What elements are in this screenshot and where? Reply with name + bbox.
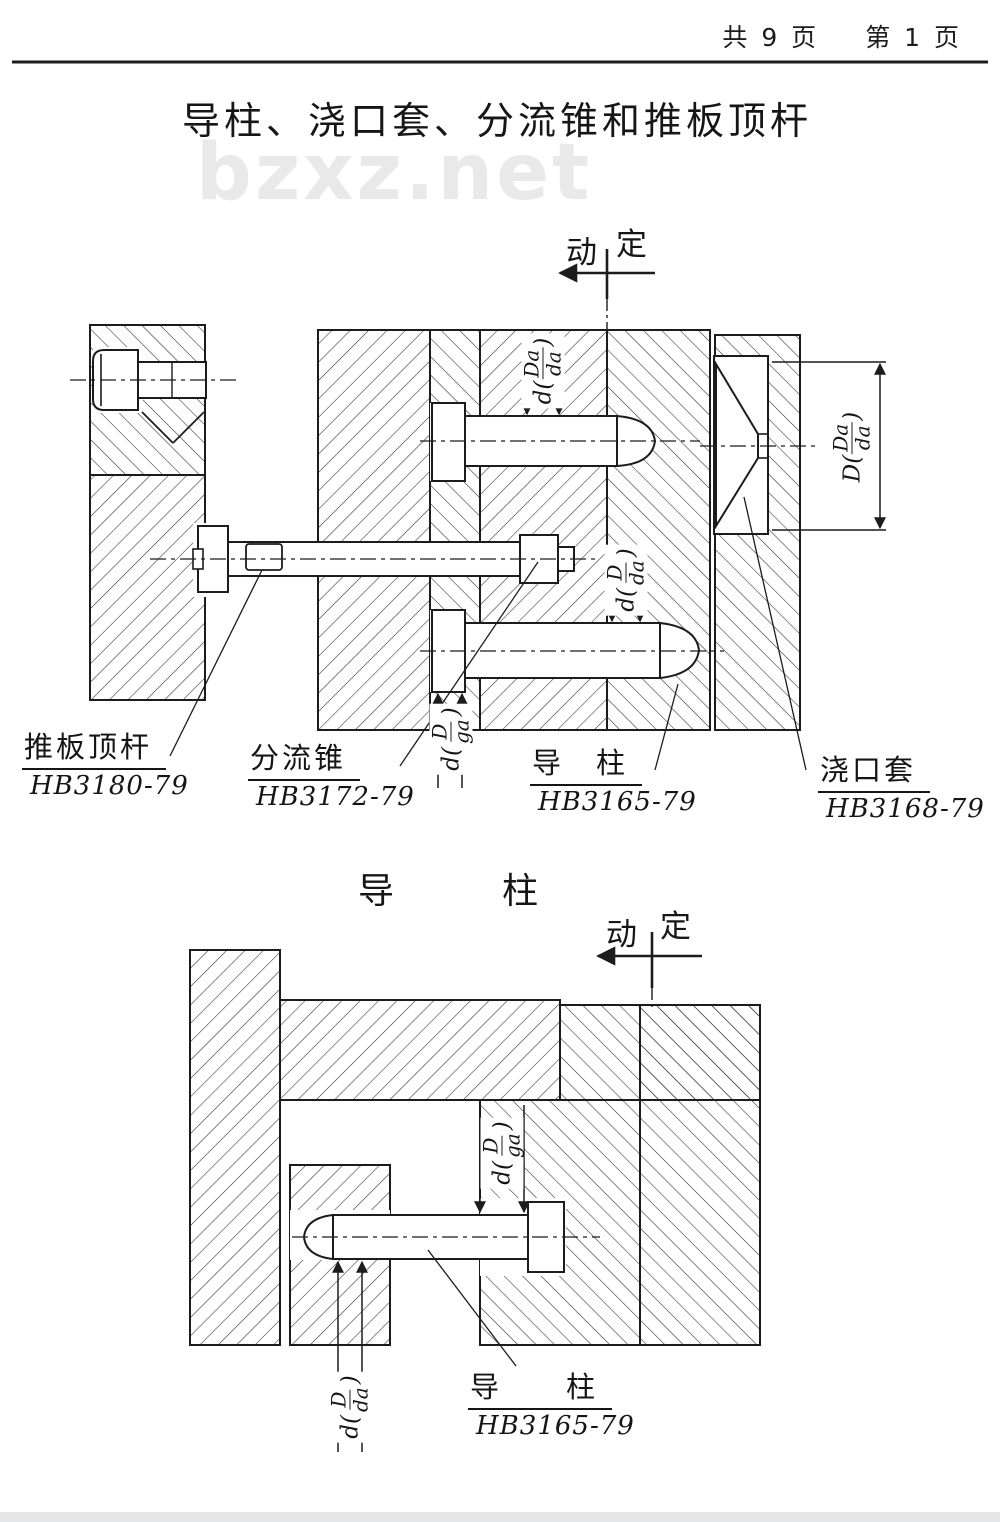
dim-suffix: ): [530, 337, 556, 347]
part-name: 推板顶杆: [22, 724, 167, 770]
dim-suffix: ): [489, 1121, 515, 1131]
dim-suffix: ): [337, 1375, 363, 1385]
dim-denominator: da: [541, 351, 566, 377]
dim-denominator: da: [624, 560, 649, 586]
callout-guide-pillar-2: 导 柱 HB3165-79: [468, 1364, 635, 1441]
part-name: 导 柱: [530, 740, 643, 786]
dim-suffix: ): [438, 707, 464, 717]
dim-suffix: ): [613, 548, 639, 558]
dim-numerator: D: [478, 1135, 503, 1156]
dim-numerator: D: [326, 1389, 351, 1410]
marker2-fixed-label: 定: [660, 909, 691, 945]
section2-title: 导 柱: [358, 871, 539, 912]
leader-lines-bottom: [427, 1249, 517, 1367]
dim-label-d-D-da: d( D da ): [602, 544, 649, 616]
scan-edge-strip: [0, 1512, 1000, 1522]
callout-guide-pillar: 导 柱 HB3165-79: [530, 740, 697, 817]
dim-prefix: d(: [438, 747, 464, 771]
guide-pillar-top: [420, 402, 700, 482]
part-standard-number: HB3172-79: [256, 782, 415, 812]
marker1-fixed-label: 定: [616, 227, 647, 263]
moving-fixed-marker-1: [558, 249, 655, 333]
push-plate-ejector-rod: [150, 523, 600, 597]
guide-pillar-2: [290, 1198, 600, 1276]
dim-fraction: Da da: [828, 421, 875, 454]
dim-denominator: ga: [500, 1133, 525, 1159]
push-plate-screw: [70, 347, 240, 444]
part-name: 浇口套: [818, 747, 931, 793]
part-standard-number: HB3180-79: [30, 771, 189, 801]
dim-fraction: Da da: [519, 347, 566, 380]
callout-sprue-bushing: 浇口套 HB3168-79: [818, 747, 985, 824]
dim-fraction: D da: [602, 558, 649, 587]
leader-lines-top: [169, 496, 807, 771]
callout-push-plate-ejector-rod: 推板顶杆 HB3180-79: [22, 724, 189, 801]
dim-label-d-D-da-2: d( D da ): [326, 1371, 373, 1443]
callout-spreader-cone: 分流锥 HB3172-79: [248, 735, 415, 812]
dim-denominator: ga: [449, 719, 474, 745]
page-number: 第 1 页: [865, 23, 962, 52]
dim-numerator: Da: [519, 347, 544, 380]
dim-denominator: da: [348, 1387, 373, 1413]
dim-fraction: D ga: [478, 1131, 525, 1160]
part-name: 导 柱: [468, 1364, 613, 1410]
part-standard-number: HB3165-79: [476, 1411, 635, 1441]
guide-pillar-bottom: [420, 609, 724, 693]
dim-prefix: d(: [530, 380, 556, 405]
dim-fraction: D ga: [427, 717, 474, 746]
marker2-moving-label: 动: [606, 917, 637, 953]
dim-numerator: Da: [828, 421, 853, 454]
dim-prefix: D(: [839, 454, 865, 483]
page-count: 共 9 页: [722, 23, 820, 52]
dim-prefix: d(: [337, 1415, 363, 1439]
dim-denominator: da: [850, 425, 875, 451]
dim-prefix: d(: [489, 1161, 515, 1185]
dim-label-d-Da-da: d( Da da ): [519, 333, 566, 409]
page-title: 导柱、浇口套、分流锥和推板顶杆: [181, 99, 813, 143]
dim-numerator: D: [427, 721, 452, 742]
part-standard-number: HB3168-79: [826, 794, 985, 824]
dim-suffix: ): [839, 411, 865, 421]
dim-label-D-Da-da: D( Da da ): [828, 407, 875, 487]
dim-label-d-D-ga-2: d( D ga ): [478, 1117, 525, 1189]
part-name: 分流锥: [248, 735, 361, 781]
watermark: bzxz.net: [196, 128, 593, 218]
dim-numerator: D: [602, 562, 627, 583]
dim-prefix: d(: [613, 588, 639, 612]
marker1-moving-label: 动: [566, 235, 597, 271]
dim-label-d-D-ga: d( D ga ): [427, 703, 474, 775]
sprue-bushing: [700, 355, 815, 535]
dim-fraction: D da: [326, 1385, 373, 1414]
part-standard-number: HB3165-79: [538, 787, 697, 817]
page-header: 共 9 页 第 1 页: [722, 18, 962, 54]
